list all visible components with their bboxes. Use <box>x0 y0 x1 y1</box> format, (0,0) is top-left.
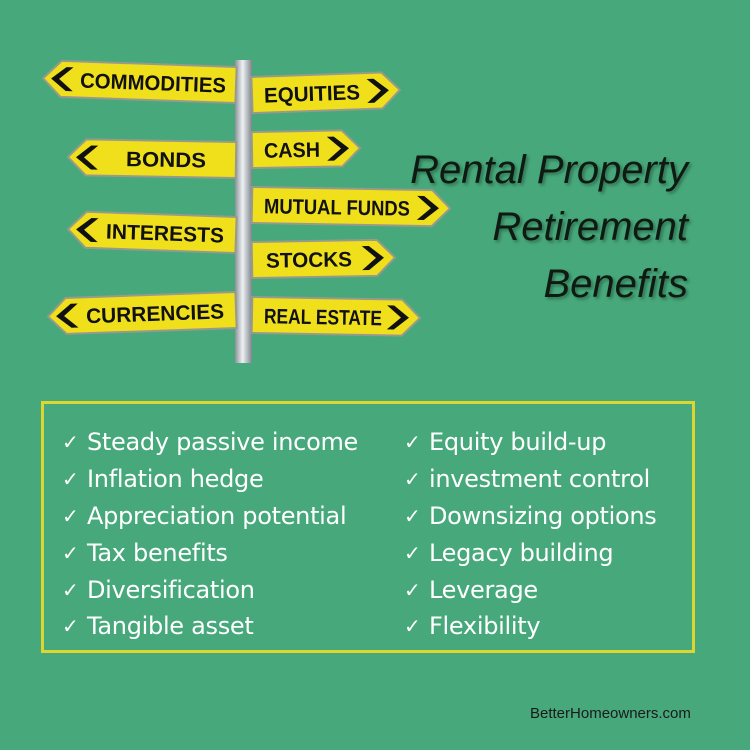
pole <box>235 60 252 363</box>
sign-label: BONDS <box>126 148 206 172</box>
checkmark-icon: ✓ <box>404 540 421 565</box>
title-line: Rental Property <box>410 148 688 192</box>
title-line: Benefits <box>543 262 688 306</box>
list-item: ✓ Steady passive income <box>62 424 358 461</box>
sign-label: MUTUAL FUNDS <box>264 195 410 221</box>
list-item: ✓ Downsizing options <box>404 498 657 535</box>
signpost-illustration: COMMODITIES BONDS INTERESTS CURRENCIES E… <box>41 59 452 363</box>
benefits-right-column: ✓ Equity build-up ✓ investment control ✓ Do… <box>404 424 657 645</box>
sign-bonds: BONDS <box>66 138 238 180</box>
sign-currencies: CURRENCIES <box>46 290 238 335</box>
item-label: Equity build-up <box>429 428 607 457</box>
checkmark-icon: ✓ <box>62 540 79 565</box>
item-label: Legacy building <box>429 538 614 567</box>
checkmark-icon: ✓ <box>62 577 79 602</box>
item-label: Leverage <box>429 575 538 604</box>
checkmark-icon: ✓ <box>62 503 79 528</box>
sign-label: EQUITIES <box>264 81 361 107</box>
benefits-left-column: ✓Steady passive income ✓Inflation hedge … <box>62 424 358 645</box>
checkmark-icon: ✓ <box>404 430 421 455</box>
list-item: ✓ Tax benefits <box>62 534 358 571</box>
sign-label: CASH <box>264 139 320 163</box>
sign-label: CURRENCIES <box>86 300 225 328</box>
checkmark-icon: ✓ <box>404 467 421 492</box>
checkmark-icon: ✓ <box>62 467 79 492</box>
item-label: Steady passive income <box>87 428 359 457</box>
list-item: ✓ Legacy building <box>404 534 657 571</box>
sign-interests: INTERESTS <box>66 210 238 255</box>
sign-equities: EQUITIES <box>250 71 402 115</box>
sign-stocks: STOCKS <box>250 238 397 280</box>
checkmark-icon: ✓ <box>62 430 79 455</box>
list-item: ✓ Diversification <box>62 571 358 608</box>
list-item: ✓ investment control <box>404 461 657 498</box>
page-title: Rental Property Retirement Benefits <box>410 142 688 313</box>
sign-label: INTERESTS <box>106 220 225 247</box>
sign-real-estate: REAL ESTATE <box>250 295 422 337</box>
list-item: ✓ Inflation hedge <box>62 461 358 498</box>
item-label: Downsizing options <box>429 501 657 530</box>
sign-label: STOCKS <box>266 248 352 272</box>
sign-cash: CASH <box>250 129 362 170</box>
item-label: Diversification <box>87 575 255 604</box>
sign-commodities: COMMODITIES <box>41 59 238 105</box>
item-label: Inflation hedge <box>87 465 264 494</box>
checkmark-icon: ✓ <box>404 614 421 639</box>
list-item: ✓ Leverage <box>404 571 657 608</box>
title-line: Retirement <box>492 205 688 249</box>
item-label: Tangible asset <box>87 612 254 641</box>
item-label: investment control <box>429 465 650 494</box>
list-item: ✓ Flexibility <box>404 608 657 645</box>
sign-mutual-funds: MUTUAL FUNDS <box>250 185 452 228</box>
checkmark-icon: ✓ <box>404 577 421 602</box>
checkmark-icon: ✓ <box>62 614 79 639</box>
list-item: ✓ Appreciation potential <box>62 498 358 535</box>
sign-label: REAL ESTATE <box>264 305 382 330</box>
item-label: Flexibility <box>429 612 541 641</box>
checkmark-icon: ✓ <box>404 503 421 528</box>
benefits-box: ✓Steady passive income ✓Inflation hedge … <box>41 401 695 653</box>
list-item: ✓ Equity build-up <box>404 424 657 461</box>
item-label: Tax benefits <box>87 538 228 567</box>
footer-site-name: BetterHomeowners.com <box>530 705 691 722</box>
list-item: ✓ Tangible asset <box>62 608 358 645</box>
sign-label: COMMODITIES <box>80 70 227 98</box>
item-label: Appreciation potential <box>87 501 347 530</box>
